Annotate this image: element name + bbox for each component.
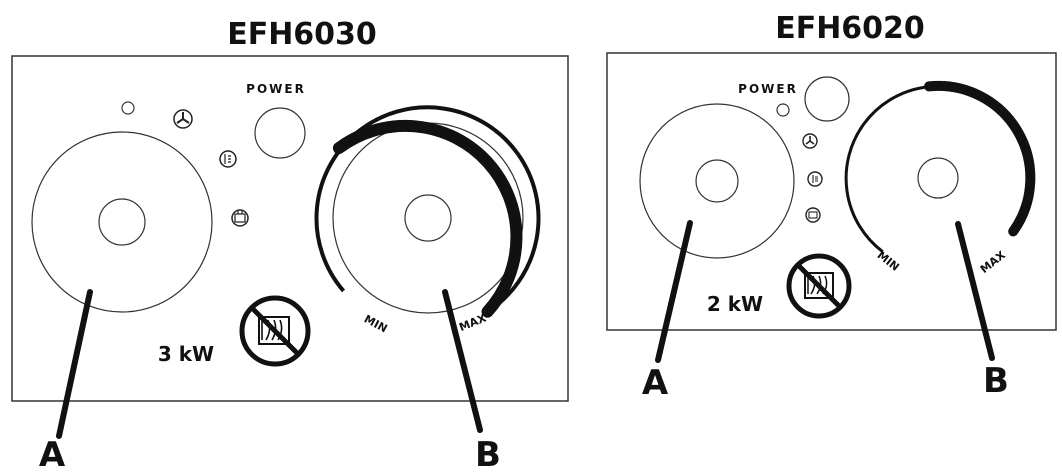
left-panel-frame [11,55,569,402]
right-power-rating: 2 kW [707,292,763,316]
right-callout-b-line [955,221,995,361]
left-callout-b: B [475,435,501,473]
left-model-title: EFH6030 [227,17,377,52]
left-callout-a: A [39,435,66,473]
right-callout-a: A [642,363,669,403]
left-power-label: POWER [246,82,306,96]
left-thermostat-scale-thin [314,105,541,314]
right-callout-a-line [655,220,693,363]
right-max-label: MAX [978,248,1008,276]
right-panel-group: EFH6020 POWER MIN MAX [606,11,1057,403]
right-model-title: EFH6020 [775,11,925,46]
left-callout-b-line [442,289,483,433]
right-fan-icon [802,133,818,149]
left-power-light [254,107,306,159]
right-power-label: POWER [738,82,798,96]
left-fan-icon [173,109,193,129]
right-high-heat-icon [805,207,821,223]
right-do-not-cover-icon [786,253,852,319]
right-mode-knob[interactable] [639,103,795,259]
right-low-heat-icon [807,171,823,187]
left-min-label: MIN [362,312,390,335]
left-low-heat-icon [219,150,237,168]
right-off-indicator [776,103,790,117]
right-callout-b: B [983,361,1009,401]
left-thermostat-knob[interactable] [332,122,524,314]
right-thermostat-scale-thick [924,80,1036,237]
left-callout-a-line [56,289,93,439]
left-off-indicator [121,101,135,115]
left-mode-knob[interactable] [31,131,213,313]
right-panel-frame [606,52,1057,331]
left-power-rating: 3 kW [158,342,214,366]
right-thermostat-knob[interactable] [917,157,959,199]
left-thermostat-scale-thick [332,119,523,318]
left-max-label: MAX [457,311,488,334]
left-do-not-cover-icon [239,295,311,367]
right-min-label: MIN [875,249,902,274]
right-power-light [804,76,850,122]
left-high-heat-icon [231,209,249,227]
left-panel-group: EFH6030 POWER M [11,17,569,473]
